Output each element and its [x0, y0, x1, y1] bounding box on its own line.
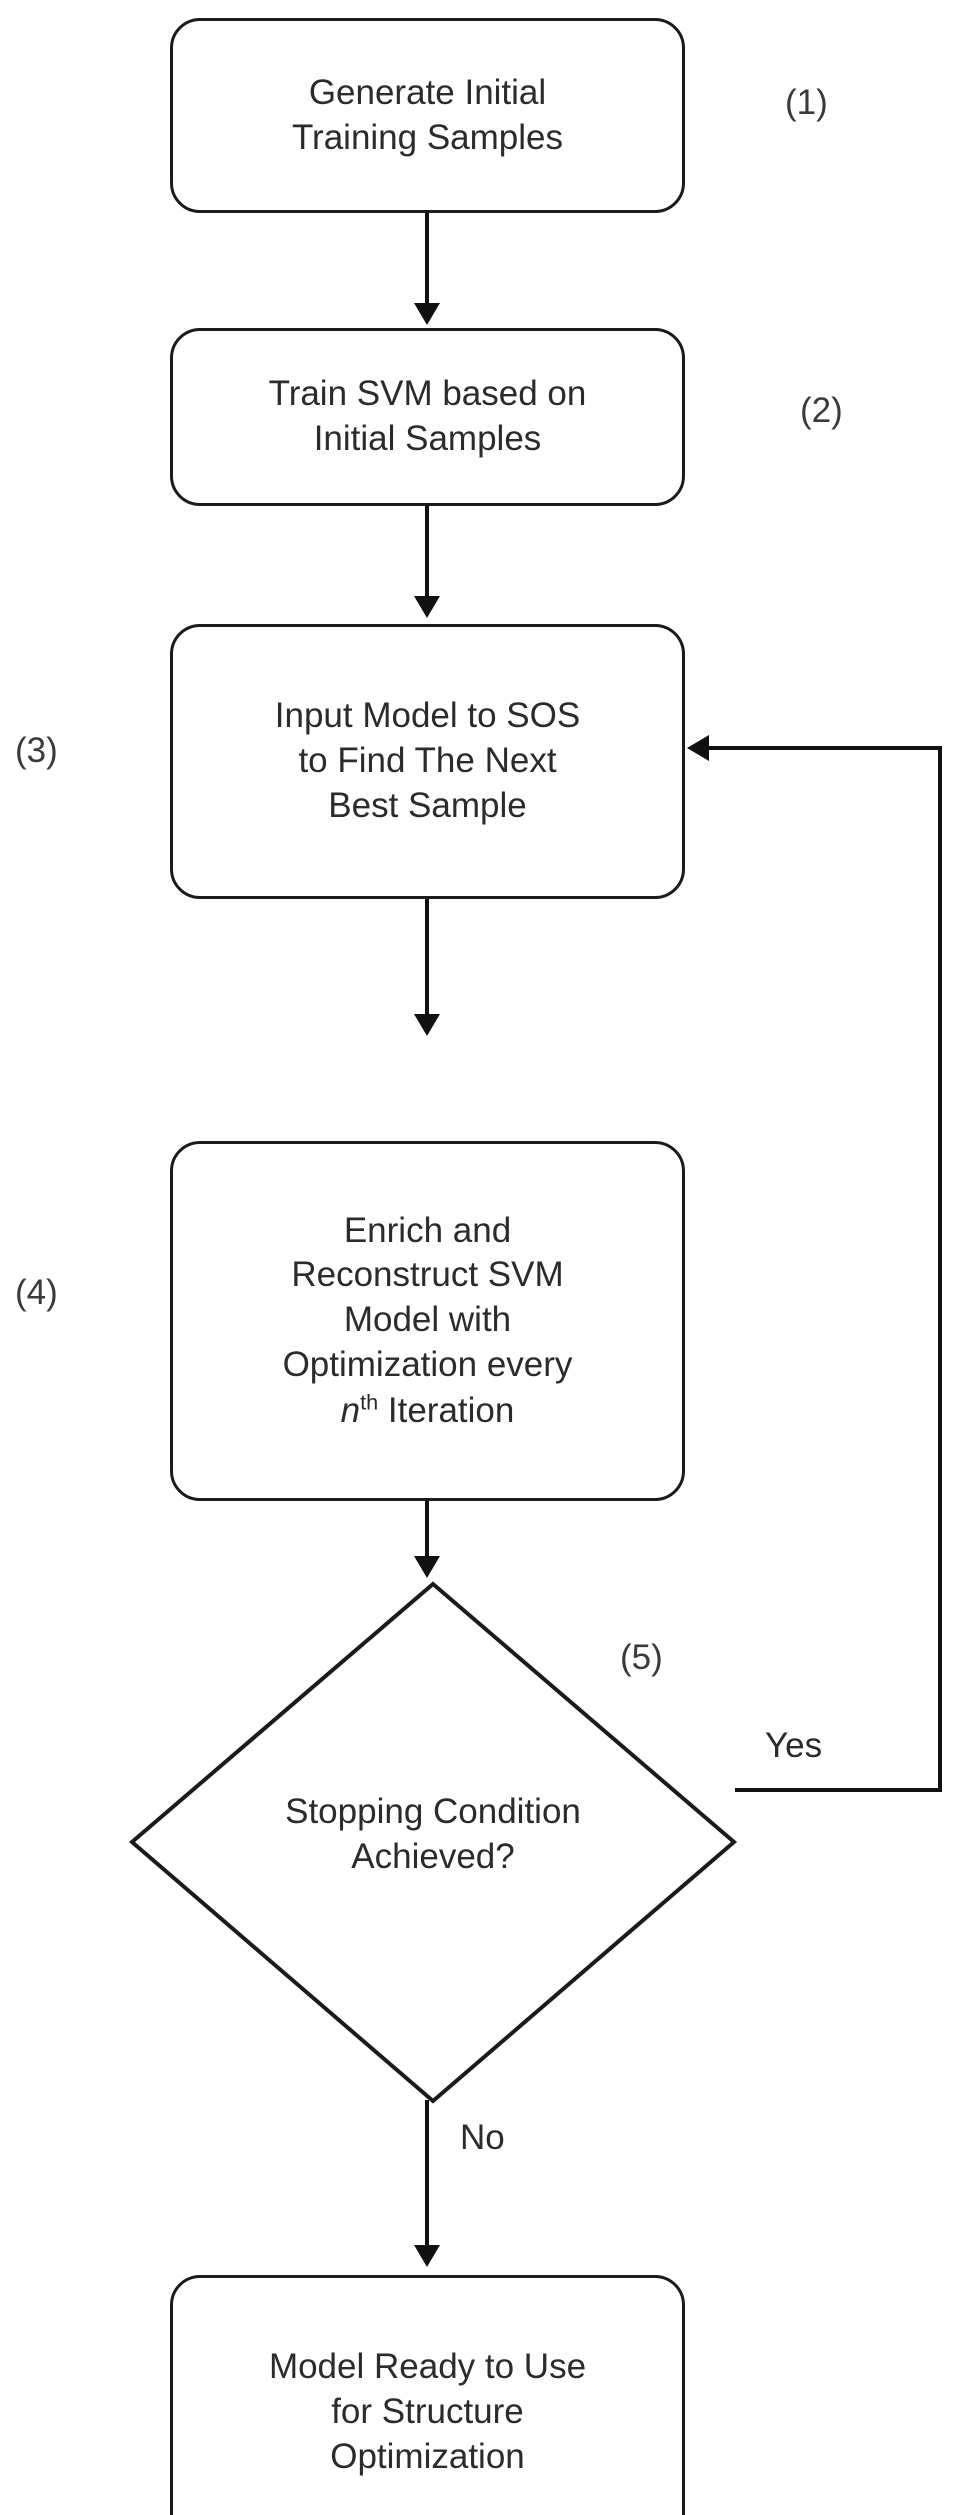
- node-train-svm[interactable]: Train SVM based on Initial Samples: [170, 328, 685, 506]
- node-4-line-5: nth Iteration: [340, 1388, 515, 1430]
- connector-4-to-diamond-line: [425, 1501, 429, 1566]
- node-model-ready[interactable]: Model Ready to Use for Structure Optimiz…: [170, 2275, 685, 2515]
- step-tag-4: (4): [15, 1273, 58, 1312]
- node-1-line-2: Training Samples: [291, 117, 564, 157]
- connector-4-to-diamond-arrowhead: [414, 1556, 440, 1578]
- node-1-text: Generate Initial Training Samples: [187, 71, 668, 161]
- node-4-line-1: Enrich and: [343, 1210, 512, 1250]
- connector-1-to-2-arrowhead: [414, 303, 440, 325]
- diamond-shape: [128, 1581, 738, 2104]
- step-tag-1: (1): [785, 83, 828, 122]
- node-2-line-1: Train SVM based on: [268, 374, 587, 414]
- node-2-text: Train SVM based on Initial Samples: [187, 372, 668, 462]
- node-3-line-1: Input Model to SOS: [274, 696, 581, 736]
- node-4-line-2: Reconstruct SVM: [291, 1255, 564, 1295]
- node-6-line-2: for Structure: [331, 2392, 524, 2432]
- connector-2-to-3-arrowhead: [414, 596, 440, 618]
- connector-3-to-4-arrowhead: [414, 1014, 440, 1036]
- step-tag-5: (5): [620, 1638, 663, 1677]
- feedback-horizontal-bottom: [735, 1788, 942, 1792]
- node-1-line-1: Generate Initial: [308, 72, 547, 112]
- node-6-text: Model Ready to Use for Structure Optimiz…: [187, 2345, 668, 2479]
- node-stopping-condition[interactable]: [128, 1580, 738, 2105]
- node-4-line-4: Optimization every: [282, 1345, 573, 1385]
- node-3-text: Input Model to SOS to Find The Next Best…: [187, 694, 668, 828]
- node-4-line-3: Model with: [343, 1300, 512, 1340]
- feedback-vertical-line: [938, 746, 942, 1792]
- node-4-text: Enrich and Reconstruct SVM Model with Op…: [187, 1209, 668, 1434]
- edge-label-no: No: [460, 2118, 505, 2157]
- node-input-model-to-sos[interactable]: Input Model to SOS to Find The Next Best…: [170, 624, 685, 899]
- feedback-horizontal-top: [707, 746, 942, 750]
- node-5-line-1: Stopping Condition: [285, 1792, 581, 1831]
- connector-1-to-2-line: [425, 213, 429, 313]
- node-4-iteration-word: Iteration: [378, 1390, 515, 1430]
- node-5-line-2: Achieved?: [351, 1836, 515, 1876]
- node-generate-initial-training-samples[interactable]: Generate Initial Training Samples: [170, 18, 685, 213]
- feedback-arrowhead: [687, 735, 709, 761]
- node-4-th-superscript: th: [360, 1388, 379, 1414]
- node-enrich-reconstruct-svm[interactable]: Enrich and Reconstruct SVM Model with Op…: [170, 1141, 685, 1501]
- connector-3-to-4-line: [425, 899, 429, 1024]
- node-3-line-3: Best Sample: [328, 785, 527, 825]
- step-tag-3: (3): [15, 731, 58, 770]
- node-2-line-2: Initial Samples: [313, 419, 542, 458]
- node-5-text: Stopping Condition Achieved?: [128, 1790, 738, 1880]
- connector-diamond-to-final-arrowhead: [414, 2245, 440, 2267]
- edge-label-yes: Yes: [765, 1726, 823, 1765]
- connector-2-to-3-line: [425, 506, 429, 606]
- connector-diamond-to-final-line: [425, 2100, 429, 2255]
- node-6-line-3: Optimization: [330, 2436, 525, 2476]
- step-tag-2: (2): [800, 391, 843, 430]
- node-3-line-2: to Find The Next: [298, 741, 557, 781]
- node-6-line-1: Model Ready to Use: [268, 2347, 587, 2387]
- node-4-n-symbol: n: [340, 1390, 361, 1430]
